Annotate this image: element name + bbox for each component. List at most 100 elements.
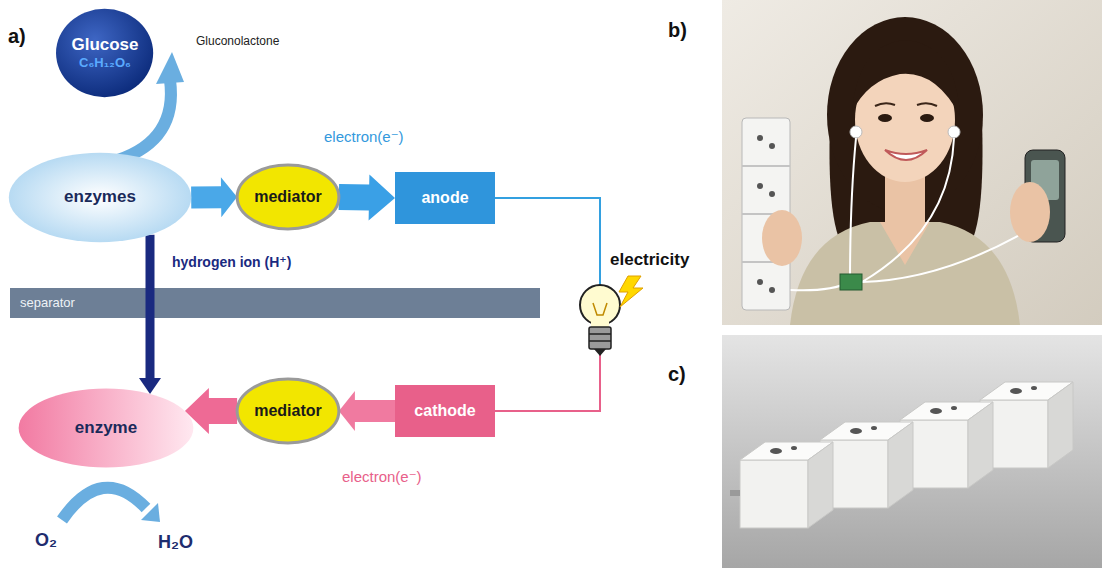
cube-side xyxy=(888,422,913,508)
cell-hole xyxy=(757,135,763,141)
cube-hole xyxy=(1031,386,1037,390)
cube-front xyxy=(740,460,808,528)
hand xyxy=(762,210,802,266)
flow-arrow xyxy=(339,391,395,431)
node-label: cathode xyxy=(414,401,475,420)
hand xyxy=(1010,182,1050,242)
enzyme-ellipse-shape xyxy=(19,389,194,468)
cell-hole xyxy=(769,191,775,197)
text-group: separator xyxy=(20,295,75,311)
cube-terminal xyxy=(730,490,740,496)
reactant-label: O₂ xyxy=(35,530,57,552)
mediator-ellipse-shape xyxy=(237,165,339,229)
brow xyxy=(917,103,937,106)
cube-hole xyxy=(871,426,877,430)
node-label: anode xyxy=(421,188,468,207)
text-group: mediator xyxy=(254,401,322,420)
cell-hole xyxy=(769,287,775,293)
enzyme-ellipse-shape xyxy=(9,153,191,242)
anode-box: anode xyxy=(395,172,495,224)
edge-label: hydrogen ion (H⁺) xyxy=(170,254,293,271)
smile xyxy=(885,150,927,160)
mediator-ellipse: mediator xyxy=(235,377,341,445)
photo-background xyxy=(722,0,1102,325)
glucose-circle-shape xyxy=(56,9,153,97)
bulb-thread xyxy=(589,334,611,341)
edge-label: electron(e⁻) xyxy=(322,128,406,146)
node-label: enzymes xyxy=(64,187,136,207)
eye xyxy=(878,114,892,122)
text-group: enzyme xyxy=(75,418,137,438)
cell-hole xyxy=(757,183,763,189)
bangs xyxy=(852,40,960,116)
lightning-bolt xyxy=(619,276,643,307)
cell-cube xyxy=(980,382,1073,468)
cable xyxy=(790,138,856,290)
brow xyxy=(875,103,895,106)
cube-side xyxy=(1048,382,1073,468)
cardigan xyxy=(790,222,1020,325)
eye xyxy=(920,114,934,122)
flow-arrow xyxy=(191,177,237,217)
cube-side xyxy=(968,402,993,488)
separator-band-fill xyxy=(10,288,540,318)
cell-cube xyxy=(730,442,833,528)
enzyme-ellipse: enzyme xyxy=(15,386,197,470)
mediator-ellipse-shape xyxy=(237,379,339,443)
bulb-base xyxy=(589,327,611,349)
earbud xyxy=(850,126,862,138)
earbud xyxy=(948,126,960,138)
panel-letter: a) xyxy=(8,24,26,48)
edge-label: electron(e⁻) xyxy=(340,468,424,486)
photo-background xyxy=(722,335,1102,568)
node-sublabel: C₆H₁₂O₆ xyxy=(71,55,138,71)
panel-letter: c) xyxy=(668,362,686,386)
cube-hole xyxy=(951,406,957,410)
text-group: cathode xyxy=(414,401,475,420)
text-group: GlucoseC₆H₁₂O₆ xyxy=(71,35,138,71)
bulb-filament xyxy=(593,303,607,315)
cube-hole xyxy=(770,448,782,454)
reduction-arrowhead xyxy=(141,503,160,522)
circuit-board xyxy=(840,274,862,290)
block-arrow xyxy=(139,235,161,394)
bulb-tip xyxy=(594,349,606,356)
block-arrow xyxy=(191,177,237,217)
reduction-arrow xyxy=(62,488,146,520)
cell-hole xyxy=(757,279,763,285)
cube-hole xyxy=(1010,388,1022,394)
photo-woman xyxy=(722,0,1102,325)
node-label: Glucose xyxy=(71,35,138,55)
node-label: enzyme xyxy=(75,418,137,438)
mediator-ellipse: mediator xyxy=(235,163,341,231)
cell-cube xyxy=(820,422,913,508)
wire-segment xyxy=(495,320,600,411)
node-label: mediator xyxy=(254,187,322,206)
text-group: anode xyxy=(421,188,468,207)
text-group: mediator xyxy=(254,187,322,206)
product-label: H₂O xyxy=(158,532,193,554)
node-label: mediator xyxy=(254,401,322,420)
output-label: electricity xyxy=(610,250,689,270)
node-label: separator xyxy=(20,295,75,311)
glucose-circle: GlucoseC₆H₁₂O₆ xyxy=(54,6,155,100)
photo-cell-stack xyxy=(722,335,1102,568)
text-group: enzymes xyxy=(64,187,136,207)
separator-band: separator xyxy=(10,288,540,318)
cable xyxy=(862,138,1025,282)
cube-hole xyxy=(791,446,797,450)
flow-arrow xyxy=(339,175,395,221)
block-arrow xyxy=(339,391,395,431)
conversion-arrowhead xyxy=(156,52,184,84)
cube-side xyxy=(808,442,833,528)
cathode-box: cathode xyxy=(395,385,495,437)
cell-cube xyxy=(900,402,993,488)
panel-letter: b) xyxy=(668,18,687,42)
block-arrow xyxy=(339,175,395,221)
flow-arrow xyxy=(139,235,161,394)
enzyme-ellipse: enzymes xyxy=(5,150,195,245)
